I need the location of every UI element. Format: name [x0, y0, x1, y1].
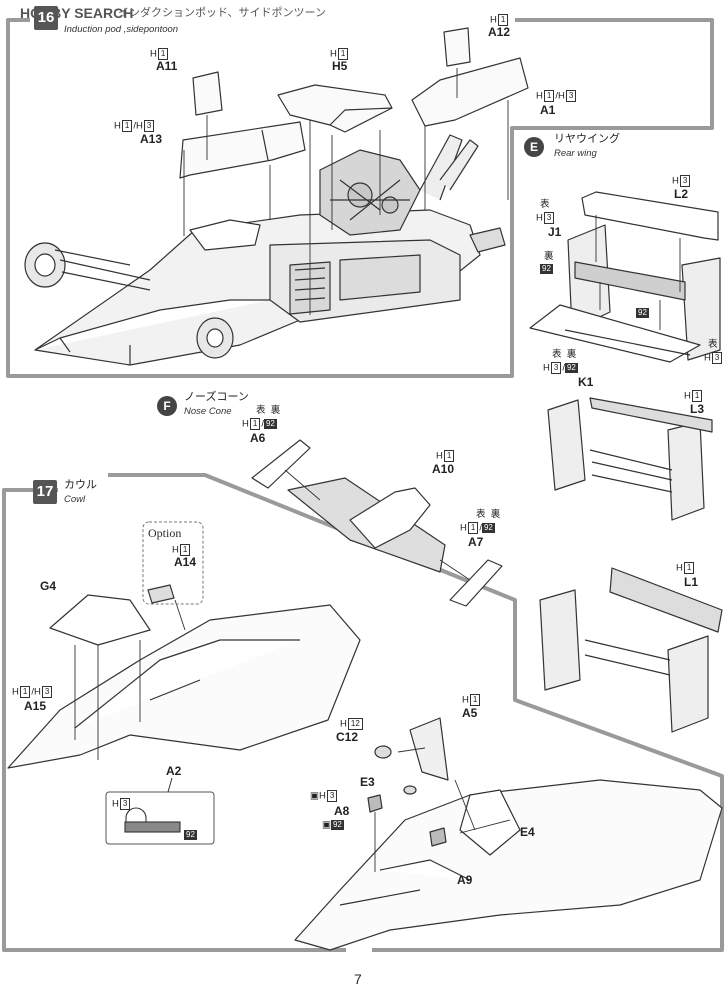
section-e-badge: E [524, 137, 544, 157]
label-l2: L2 [674, 187, 689, 201]
code-a8-92: ▣92 [322, 819, 344, 831]
code-a2-92: 92 [184, 830, 197, 840]
step16-title-en: Induction pod ,sidepontoon [64, 24, 179, 35]
cowl-drawing [7, 584, 723, 951]
label-a12: A12 [488, 25, 511, 39]
rear-wing-drawing [529, 191, 723, 733]
a2-detail-drawing [124, 807, 181, 833]
step16-guides [183, 68, 509, 315]
step16-badge: 16 [34, 6, 58, 30]
step17-title-jp: カウル [64, 479, 97, 491]
code-k1-faceback: 表 裏 [552, 349, 577, 360]
code-a6-faceback: 表 裏 [256, 405, 281, 416]
step17-title-en: Cowl [64, 494, 86, 505]
code-right-face: 表 [708, 339, 718, 350]
option-box [142, 521, 204, 605]
step16-frame [6, 18, 714, 378]
step17-badge: 17 [33, 480, 57, 504]
section-f-title-en: Nose Cone [184, 406, 232, 417]
label-a14: A14 [174, 555, 197, 569]
label-a7: A7 [468, 535, 484, 549]
label-a13: A13 [140, 132, 163, 146]
a2-leader [167, 777, 173, 793]
label-a1: A1 [540, 103, 556, 117]
code-j1-face: 表 [540, 199, 550, 210]
label-a2: A2 [166, 764, 182, 778]
code-mid-92: 92 [636, 308, 649, 318]
rear-wing-guides [595, 215, 681, 330]
cowl-guides [74, 599, 511, 872]
label-l1: L1 [684, 575, 699, 589]
label-g4: G4 [40, 579, 57, 593]
section-f-title-jp: ノーズコーン [184, 391, 249, 403]
label-l3: L3 [690, 402, 705, 416]
code-j1-92: 92 [540, 264, 553, 274]
label-c12: C12 [336, 730, 359, 744]
step16-parts [179, 27, 529, 179]
label-e4: E4 [520, 825, 535, 839]
label-a5: A5 [462, 706, 478, 720]
label-h5: H5 [332, 59, 348, 73]
a2-detail-box [105, 791, 215, 845]
code-a7-faceback: 表 裏 [476, 509, 501, 520]
nose-cone-guides [284, 469, 471, 581]
label-k1: K1 [578, 375, 594, 389]
label-a10: A10 [432, 462, 455, 476]
section-e-title-jp: リヤウイング [554, 133, 620, 145]
label-a9: A9 [457, 873, 473, 887]
chassis-drawing [24, 134, 506, 366]
label-e3: E3 [360, 775, 375, 789]
step16-title-jp: インダクションポッド、サイドポンツーン [118, 7, 327, 19]
code-j1-back: 裏 [544, 251, 554, 262]
label-a11: A11 [156, 59, 178, 73]
label-a15: A15 [24, 699, 47, 713]
label-a6: A6 [250, 431, 266, 445]
option-label: Option [148, 526, 182, 540]
page-number: 7 [354, 971, 362, 987]
step17-frame [2, 473, 724, 952]
section-f-badge: F [157, 396, 177, 416]
label-j1: J1 [548, 225, 562, 239]
nose-cone-drawing [251, 439, 503, 607]
section-e-title-en: Rear wing [554, 148, 597, 159]
label-a8: A8 [334, 804, 350, 818]
